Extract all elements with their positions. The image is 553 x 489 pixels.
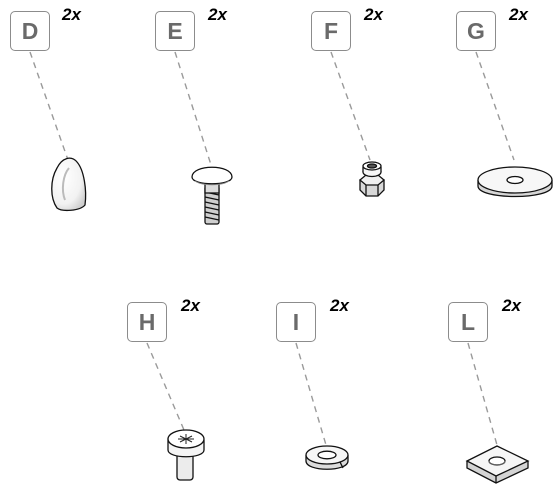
quantity-G: 2x	[509, 5, 528, 24]
quantity-D: 2x	[62, 5, 81, 24]
part-letter: L	[460, 308, 476, 335]
quantity-I: 2x	[330, 296, 349, 315]
split-washer-icon	[305, 445, 349, 470]
carriage-bolt-icon	[191, 166, 233, 225]
quantity-F: 2x	[364, 5, 383, 24]
part-label-I: I	[276, 302, 316, 342]
leader-line-F	[330, 51, 371, 161]
part-label-E: E	[155, 11, 195, 51]
part-letter: G	[467, 17, 485, 44]
leader-line-G	[475, 51, 515, 161]
part-letter: I	[292, 308, 300, 335]
part-label-F: F	[311, 11, 351, 51]
part-letter: H	[138, 308, 156, 335]
leader-line-E	[174, 51, 213, 169]
leader-line-I	[295, 342, 327, 446]
part-label-H: H	[127, 302, 167, 342]
quantity-L: 2x	[502, 296, 521, 315]
leader-line-D	[29, 51, 69, 161]
cap-nut-cover-icon	[51, 157, 87, 212]
part-label-G: G	[456, 11, 496, 51]
quantity-E: 2x	[208, 5, 227, 24]
part-letter: F	[323, 17, 339, 44]
pozi-screw-icon	[167, 429, 205, 481]
part-label-L: L	[448, 302, 488, 342]
leader-line-H	[146, 342, 185, 431]
part-letter: D	[21, 17, 39, 44]
part-letter: E	[167, 17, 183, 44]
square-washer-icon	[465, 445, 530, 484]
leader-line-L	[467, 342, 498, 446]
flat-washer-icon	[477, 166, 553, 198]
quantity-H: 2x	[181, 296, 200, 315]
part-label-D: D	[10, 11, 50, 51]
lock-nut-icon	[358, 161, 386, 197]
